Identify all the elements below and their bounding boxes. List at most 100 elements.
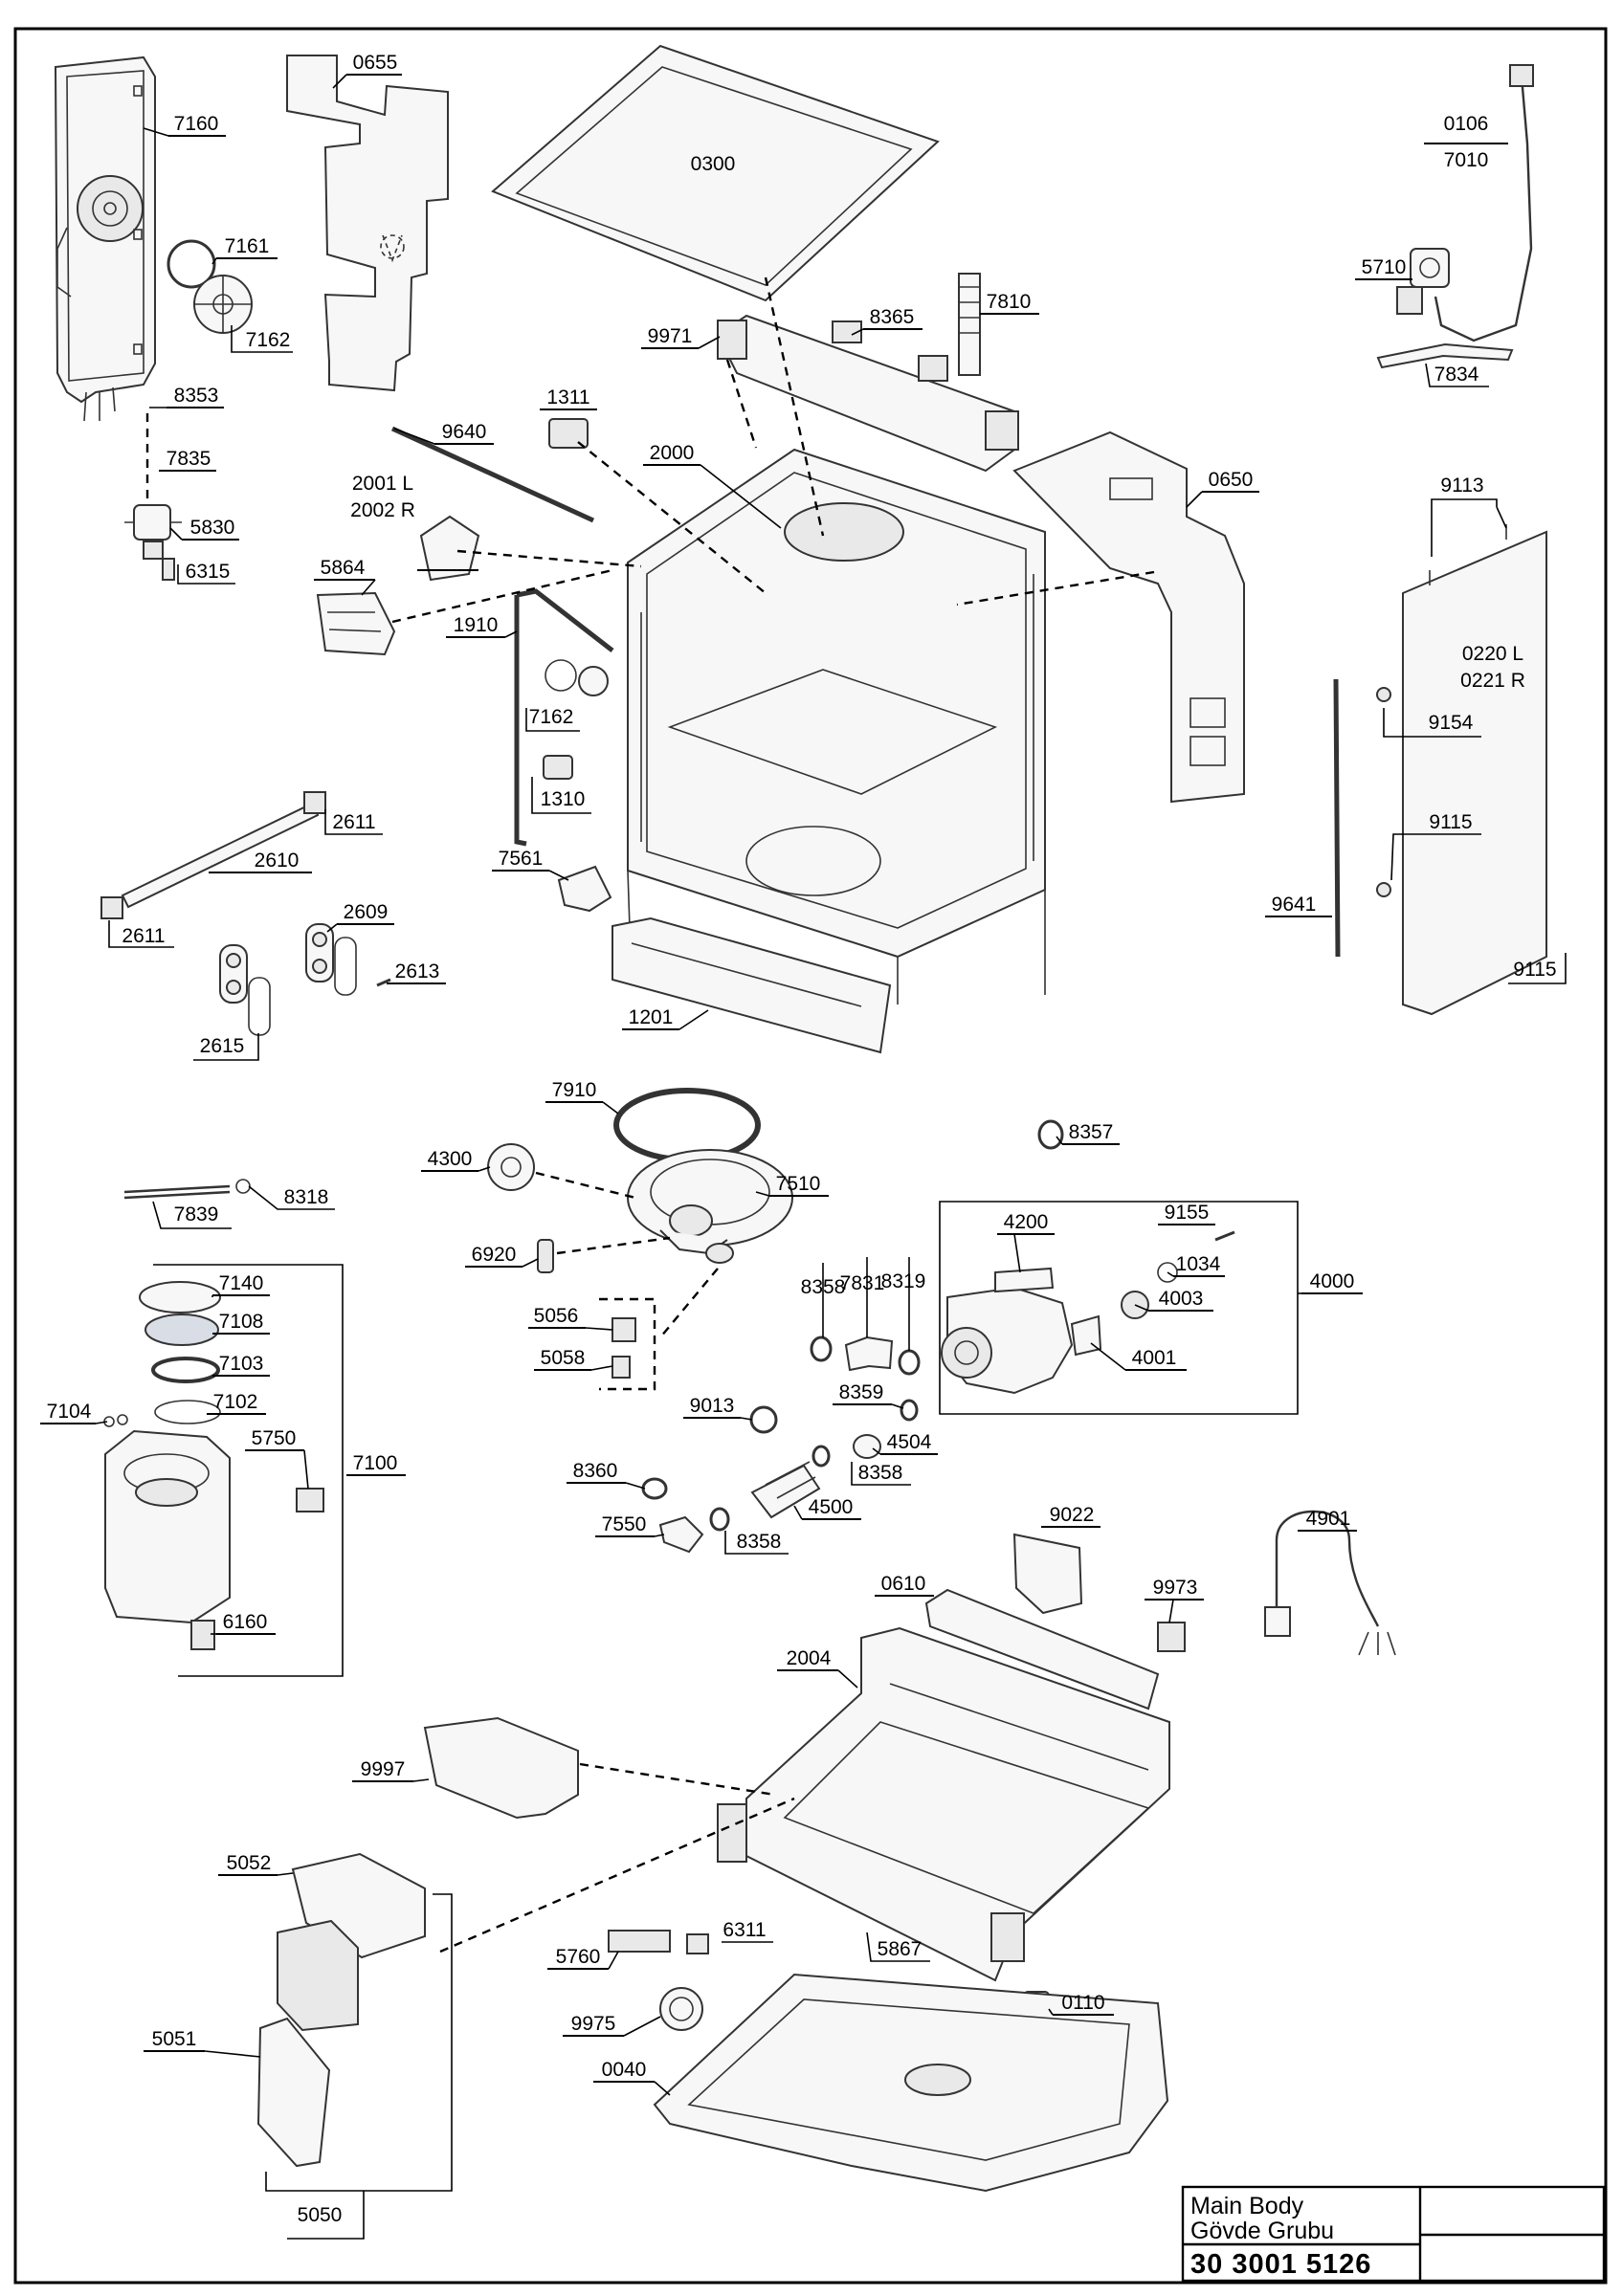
part-label-2610: 2610 <box>255 850 300 872</box>
part-label-5830: 5830 <box>190 517 235 539</box>
drawing-frame <box>13 27 1608 2285</box>
part-label-5052: 5052 <box>227 1852 272 1874</box>
part-label-9975: 9975 <box>571 2013 616 2035</box>
part-label-8358: 8358 <box>858 1462 903 1484</box>
part-label-9154: 9154 <box>1429 712 1474 734</box>
part-label-7102: 7102 <box>213 1391 258 1413</box>
part-sketches <box>54 44 1547 2193</box>
part-6311 <box>686 1933 709 1954</box>
part-8357-clamp <box>1037 1119 1064 1150</box>
part-1910-gasket <box>514 588 614 847</box>
part-label-0220-l: 0220 L <box>1462 643 1523 665</box>
part-1310 <box>543 755 573 780</box>
part-label-6160: 6160 <box>223 1611 268 1633</box>
part-7550-elbow <box>658 1515 704 1554</box>
part-5710-valve <box>1396 248 1450 315</box>
part-label-2613: 2613 <box>395 960 440 982</box>
part-9973 <box>1157 1622 1186 1652</box>
part-7810-tube <box>958 273 981 376</box>
part-0655-panel <box>286 55 449 392</box>
part-label-4500: 4500 <box>809 1496 854 1518</box>
part-label-8365: 8365 <box>870 306 915 328</box>
part-9975-disc <box>659 1987 703 2031</box>
part-2615-caps <box>248 937 357 1036</box>
part-label-8359: 8359 <box>839 1381 884 1403</box>
part-7162-disc-2 <box>578 666 609 696</box>
part-7160-side-housing <box>54 55 156 422</box>
part-label-2611: 2611 <box>332 811 375 833</box>
part-label-2002-r: 2002 R <box>350 499 415 521</box>
part-0650-panel <box>1012 430 1245 804</box>
part-label-7910: 7910 <box>552 1079 597 1101</box>
part-6315-clip <box>162 558 175 581</box>
part-label-5050: 5050 <box>298 2204 343 2226</box>
part-5830-valve <box>124 504 182 560</box>
title-english: Main Body <box>1190 2193 1304 2219</box>
part-label-7162: 7162 <box>246 329 291 351</box>
part-7162-disc <box>193 275 253 334</box>
part-label-9973: 9973 <box>1153 1577 1198 1599</box>
part-5864-latch <box>316 591 396 656</box>
part-label-5867: 5867 <box>878 1938 923 1960</box>
part-label-5051: 5051 <box>152 2028 197 2050</box>
part-2610-bar <box>121 802 320 909</box>
part-label-0106: 0106 <box>1444 113 1489 135</box>
part-5760 <box>608 1930 671 1953</box>
part-label-8353: 8353 <box>174 385 219 407</box>
part-8358-clamp-3 <box>709 1507 730 1532</box>
part-label-7839: 7839 <box>174 1203 219 1225</box>
part-label-5710: 5710 <box>1362 256 1407 278</box>
part-number: 30 3001 5126 <box>1190 2249 1371 2280</box>
part-label-2611: 2611 <box>122 925 165 947</box>
part-7839-belt <box>123 1184 231 1200</box>
part-label-0610: 0610 <box>881 1573 926 1595</box>
part-label-8319: 8319 <box>881 1270 926 1292</box>
part-label-7108: 7108 <box>219 1311 264 1333</box>
part-4000-pump-group <box>941 1230 1235 1395</box>
part-0300-top-frame <box>491 44 940 302</box>
part-label-2615: 2615 <box>200 1035 245 1057</box>
part-2001-bracket <box>419 515 480 582</box>
part-label-7810: 7810 <box>987 291 1032 313</box>
part-4901-cord <box>1264 1510 1396 1656</box>
part-0220-door-panel <box>1376 524 1547 1016</box>
part-8360-clamp <box>641 1477 668 1500</box>
part-label-9641: 9641 <box>1272 894 1317 916</box>
part-label-2004: 2004 <box>787 1647 832 1669</box>
part-label-4300: 4300 <box>428 1148 473 1170</box>
part-label-5864: 5864 <box>321 557 366 579</box>
part-0106-cable <box>1434 76 1533 342</box>
part-label-5058: 5058 <box>541 1347 586 1369</box>
part-label-9997: 9997 <box>361 1758 406 1780</box>
part-label-7510: 7510 <box>776 1173 821 1195</box>
part-4504-sleeve <box>853 1434 881 1459</box>
part-label-0655: 0655 <box>353 52 398 74</box>
part-label-9115: 9115 <box>1513 959 1556 981</box>
part-1201-bar <box>611 916 892 1054</box>
assembly-dashed-lines <box>145 276 1155 1954</box>
part-7510-sump <box>627 1149 793 1264</box>
part-8318-clip <box>235 1179 251 1194</box>
part-label-9971: 9971 <box>648 325 693 347</box>
part-label-2000: 2000 <box>650 442 695 464</box>
part-9641-strip <box>1333 678 1341 958</box>
part-8359-clamp <box>900 1399 919 1422</box>
part-label-4504: 4504 <box>887 1431 932 1453</box>
part-label-1311: 1311 <box>546 386 589 408</box>
part-label-1910: 1910 <box>454 614 499 636</box>
part-7831-hose <box>810 1336 921 1376</box>
part-label-7161: 7161 <box>225 235 270 257</box>
part-label-0650: 0650 <box>1209 469 1254 491</box>
part-label-7010: 7010 <box>1444 149 1489 171</box>
part-5056 <box>611 1317 636 1342</box>
part-label-7103: 7103 <box>219 1353 264 1375</box>
title-turkish: Gövde Grubu <box>1190 2218 1334 2244</box>
part-7834-hose <box>1376 342 1514 369</box>
part-label-5760: 5760 <box>556 1946 601 1968</box>
part-label-7100: 7100 <box>353 1452 398 1474</box>
part-label-9013: 9013 <box>690 1395 735 1417</box>
part-7910-ring <box>613 1088 761 1162</box>
part-2613-screw <box>376 978 391 987</box>
part-label-1034: 1034 <box>1176 1253 1221 1275</box>
